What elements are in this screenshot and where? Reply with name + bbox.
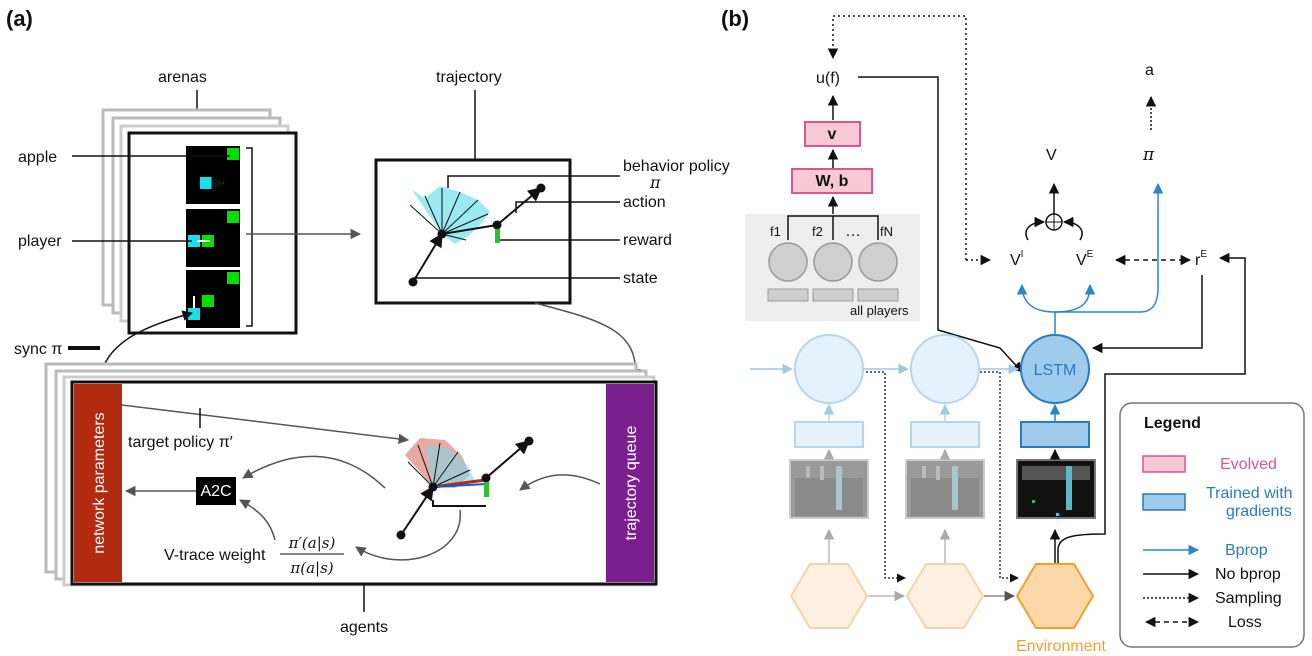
trajectory-label: trajectory [436, 69, 502, 86]
behavior-pi: π [649, 173, 661, 192]
legend-box [1119, 402, 1305, 648]
panel-b-label: (b) [721, 6, 749, 31]
trajectory-queue-bar [606, 384, 654, 582]
VE-label: VE [1076, 249, 1094, 269]
fN-label: fN [880, 224, 893, 239]
legend-bprop-label: Bprop [1225, 542, 1268, 559]
reward-label: reward [623, 232, 672, 249]
env-hex-t-2 [789, 563, 869, 629]
agents-box [70, 380, 658, 586]
panel-b: (b) u(f) v W, b f1 f2 … fN all players a… [721, 6, 1305, 655]
a-label: a [1145, 62, 1154, 79]
u-f-label: u(f) [816, 70, 840, 87]
trajectory-graph [408, 183, 546, 287]
sync-label: sync π [14, 341, 62, 358]
legend-evolved-label: Evolved [1220, 456, 1277, 473]
pi-label: π [1142, 145, 1155, 165]
arena-frame-3 [186, 270, 240, 328]
lstm-label: LSTM [1034, 362, 1077, 379]
vtrace-label: V-trace weight [164, 547, 266, 564]
arena-frame-1 [186, 146, 240, 204]
legend-loss-label: Loss [1228, 614, 1262, 631]
legend-trained-swatch [1142, 493, 1186, 511]
env-hex-t-1 [905, 563, 985, 629]
v-box [804, 121, 861, 147]
rE-label: rE [1195, 249, 1207, 269]
action-label: action [623, 194, 666, 211]
dots-label: … [845, 223, 861, 240]
target-policy-label: target policy π′ [128, 434, 233, 451]
VI-label: VI [1010, 249, 1023, 269]
legend-no-bprop-label: No bprop [1215, 566, 1281, 583]
behavior-policy-label: behavior policy [623, 158, 730, 175]
environment-label: Environment [1016, 638, 1106, 655]
vtrace-numerator: π′(a|s) [288, 534, 336, 552]
panel-a-label: (a) [6, 6, 33, 31]
all-players-label: all players [850, 303, 909, 318]
network-parameters-bar [74, 384, 122, 582]
player-label: player [18, 233, 62, 250]
env-hex-current [1015, 563, 1095, 629]
arenas-label: arenas [158, 69, 207, 86]
V-label: V [1046, 147, 1057, 164]
lstm-node-t-2 [794, 334, 864, 404]
legend-trained-label-2: gradients [1226, 503, 1292, 520]
legend-title: Legend [1144, 415, 1201, 432]
trajectory-queue-label: trajectory queue [623, 426, 640, 541]
vtrace-denominator: π(a|s) [289, 559, 333, 577]
apple-square [227, 148, 239, 160]
a2c-label: A2C [200, 483, 231, 500]
legend-sampling-label: Sampling [1215, 590, 1282, 607]
wb-label: W, b [816, 173, 849, 190]
trajectory-box [374, 158, 572, 305]
panel-a: (a) arenas apple [6, 6, 730, 636]
encoder-box [1020, 421, 1090, 448]
legend-evolved-swatch [1142, 455, 1186, 473]
legend-trained-label: Trained with [1206, 485, 1293, 502]
apple-label: apple [18, 149, 57, 166]
arena-frame-2 [186, 209, 240, 267]
a2c-box [196, 477, 236, 505]
obs-frame-t-2 [789, 459, 869, 519]
wb-box [791, 168, 873, 194]
agent-trajectory-graph [396, 436, 534, 540]
obs-frame-t-1 [905, 459, 985, 519]
state-label: state [623, 270, 658, 287]
network-parameters-label: network parameters [91, 412, 108, 553]
agents-label: agents [340, 619, 388, 636]
lstm-node-t-1 [910, 334, 980, 404]
player-square [200, 177, 212, 189]
f2-label: f2 [812, 224, 823, 239]
f1-label: f1 [770, 224, 781, 239]
obs-frame-current [1016, 459, 1096, 519]
v-label: v [828, 126, 837, 143]
